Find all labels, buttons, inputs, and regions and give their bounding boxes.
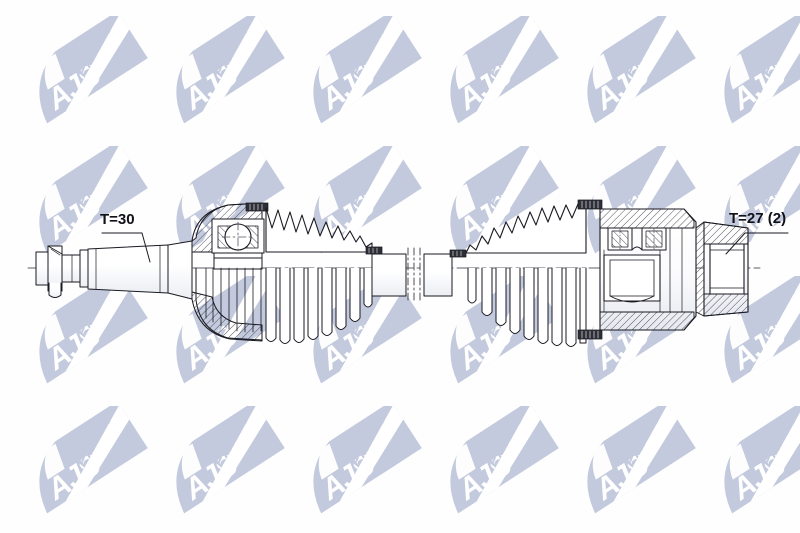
splined-bore-end (695, 221, 749, 317)
outer-shaft-journal (79, 240, 193, 300)
break-symbol (407, 247, 421, 303)
tripod-roller-a (607, 227, 633, 251)
inner-tripod-joint (577, 199, 697, 340)
boot-clamp-inner-large (577, 199, 603, 210)
inner-boot (465, 203, 587, 347)
threaded-stub-end (35, 245, 81, 298)
spline-label-left: T=30 (100, 211, 135, 228)
tripod-roller-b (641, 227, 667, 251)
boot-clamp-inner-small (449, 249, 467, 258)
intermediate-shaft (371, 247, 467, 303)
outer-cv-joint (191, 202, 269, 342)
boot-clamp-outer-small (365, 246, 383, 255)
outer-boot (265, 207, 383, 344)
spline-label-right: T=27 (2) (729, 210, 787, 227)
boot-clamp-outer-large (245, 202, 269, 212)
boot-clamp-inner-large-bottom (577, 329, 603, 340)
